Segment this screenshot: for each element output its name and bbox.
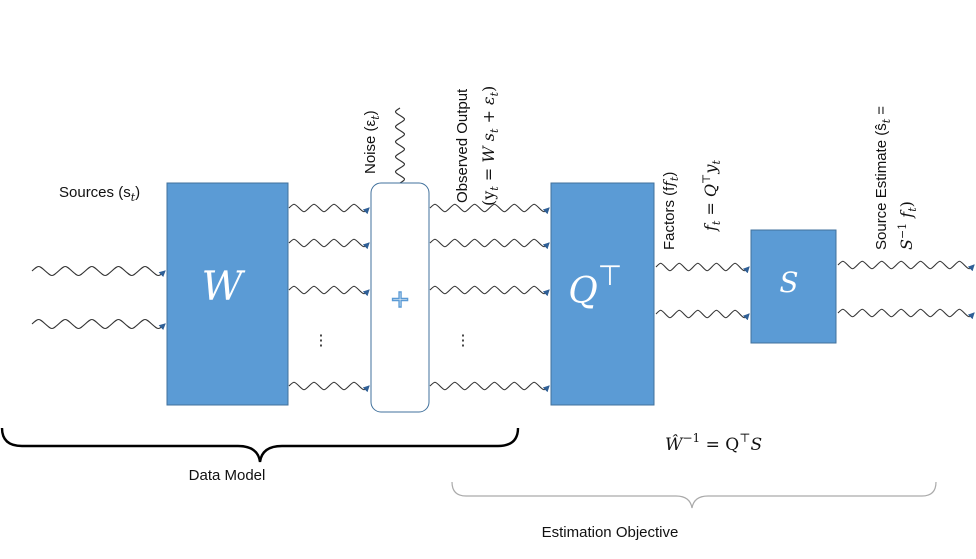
estimation-objective-brace <box>451 481 937 509</box>
estimate-wave <box>837 308 975 320</box>
factor-wave <box>655 262 750 274</box>
mixing-matrix-w-label: W <box>201 264 245 310</box>
observed-wave <box>429 203 550 215</box>
estimate-signal-waves <box>837 260 975 320</box>
noise-wave <box>394 107 406 184</box>
observed-wave <box>429 238 550 250</box>
mixed-wave <box>288 381 370 393</box>
mixed-wave <box>288 285 370 297</box>
data-model-label: Data Model <box>189 467 266 484</box>
noise-adder-plus: + <box>390 285 410 313</box>
whitening-qt-label: Q <box>568 271 598 312</box>
factor-signal-waves <box>655 262 750 321</box>
source-wave <box>31 265 166 278</box>
rotation-s-label: S <box>779 266 798 299</box>
observed-signal-waves <box>429 203 550 393</box>
observed-output-equation: (yt = W st + εt) <box>479 86 501 206</box>
estimate-wave <box>837 260 975 272</box>
observed-signal-ellipsis: ⋮ <box>456 332 471 349</box>
mixed-signal-waves <box>288 203 370 393</box>
whitening-qt-transpose: ⊤ <box>598 259 622 292</box>
factors-label: Factors (fft) <box>660 172 681 250</box>
noise-label: Noise (εt) <box>362 110 382 174</box>
mixed-wave <box>288 203 370 215</box>
estimation-equation: Ŵ−1 = Q⊤S <box>665 431 762 455</box>
factors-equation: ft = Q⊤yt <box>700 160 723 232</box>
noise-adder-block <box>370 182 430 413</box>
mixed-signal-ellipsis: ⋮ <box>314 332 329 349</box>
rotation-s-block <box>750 229 837 344</box>
mixed-wave <box>288 238 370 250</box>
data-model-brace <box>0 427 520 463</box>
sources-label: Sources (st) <box>59 184 140 204</box>
source-wave <box>31 318 166 331</box>
observed-wave <box>429 381 550 393</box>
whitening-qt-block <box>550 182 655 406</box>
source-signal-waves <box>31 265 166 331</box>
observed-output-label: Observed Output <box>454 88 471 203</box>
observed-wave <box>429 285 550 297</box>
source-estimate-equation: S−1 ft) <box>896 201 919 250</box>
mixing-matrix-w-block <box>166 182 289 406</box>
noise-wave-path <box>394 107 406 184</box>
source-estimate-label: Source Estimate (ŝt = <box>873 106 893 250</box>
factor-wave <box>655 309 750 321</box>
estimation-objective-label: Estimation Objective <box>542 524 679 541</box>
